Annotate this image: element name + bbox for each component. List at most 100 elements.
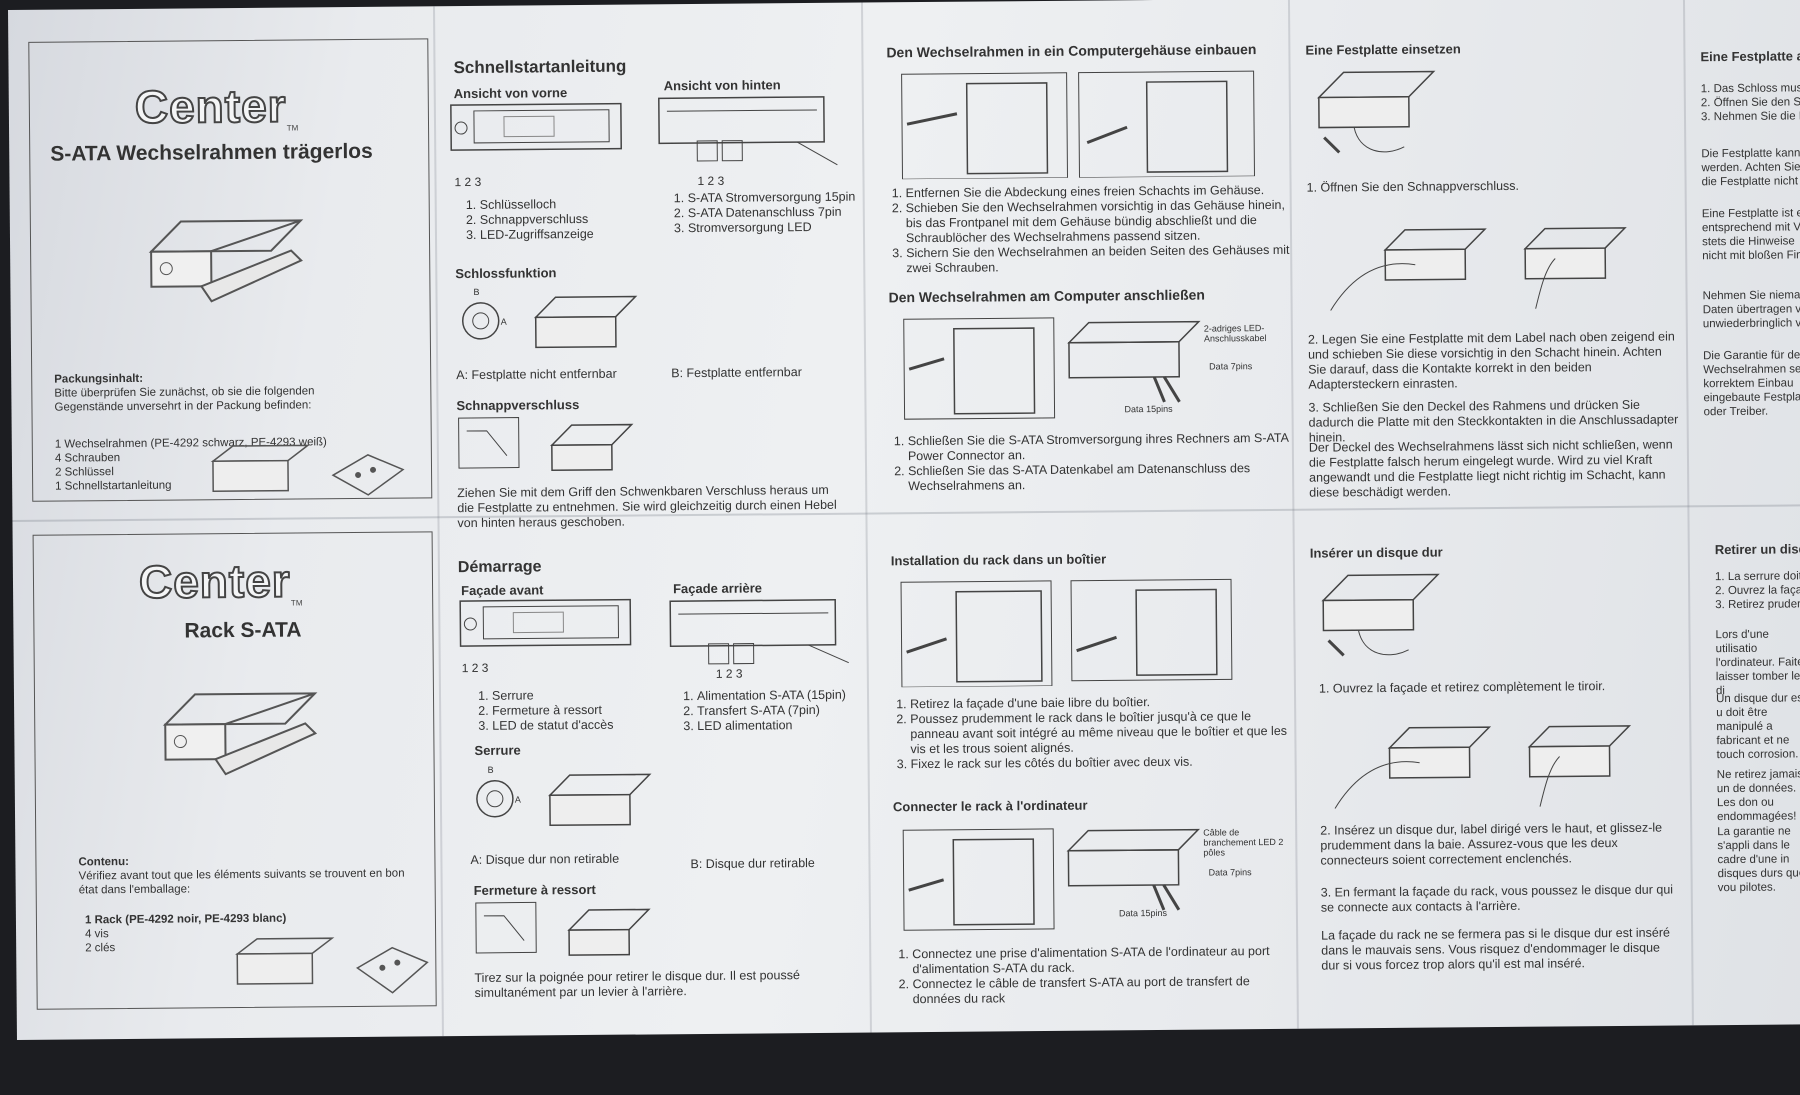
quickstart-panel-de: Schnellstartanleitung Ansicht von vorne …: [438, 35, 862, 530]
lock-title: Schlossfunktion: [455, 265, 557, 282]
list-item: 3. Retirez prudem: [1715, 598, 1800, 612]
svg-text:A: A: [515, 795, 521, 805]
remove-para: Die Festplatte kann werden. Achten Sie d…: [1701, 147, 1800, 189]
list-item: Stromversorgung LED: [688, 220, 856, 236]
list-item: Connectez une prise d'alimentation S-ATA…: [912, 944, 1297, 977]
front-view-illustration: [449, 102, 625, 164]
remove-list: 1. Das Schloss mus 2. Öffnen Sie den S 3…: [1701, 81, 1800, 124]
lock-label-a: A: Festplatte nicht entfernbar: [456, 366, 617, 383]
section-title: Schnellstartanleitung: [453, 56, 627, 78]
package-illustration: [208, 440, 409, 502]
list-item: Poussez prudemment le rack dans le boîti…: [910, 709, 1295, 757]
front-view-title: Façade avant: [461, 582, 544, 599]
case-illustration: [896, 574, 1257, 688]
remove-para: Die Garantie für de Wechselrahmen se kor…: [1703, 349, 1800, 419]
insert-note: La façade du rack ne se fermera pas si l…: [1321, 925, 1670, 973]
spring-title: Fermeture à ressort: [473, 881, 596, 898]
insert-step-1: 1. Öffnen Sie den Schnappverschluss.: [1306, 178, 1520, 195]
rack-illustration: [155, 663, 336, 795]
list-item: 1. La serrure doit: [1714, 570, 1800, 584]
remove-para: Eine Festplatte ist e entsprechend mit V…: [1701, 207, 1800, 263]
insert-title: Eine Festplatte einsetzen: [1305, 41, 1461, 58]
snap-illustration: [457, 414, 658, 476]
product-title: S-ATA Wechselrahmen trägerlos: [50, 139, 373, 166]
remove-list: 1. La serrure doit 2. Ouvrez la façad 3.…: [1715, 569, 1800, 612]
install-list: Retirez la façade d'une baie libre du bo…: [892, 694, 1296, 773]
connector-label-data7: Data 7pins: [1209, 361, 1253, 372]
list-item: 3. Nehmen Sie die F: [1700, 110, 1800, 124]
insert-illustration-2: [1325, 208, 1646, 321]
connect-title: Connecter le rack à l'ordinateur: [892, 797, 1088, 815]
list-item: Schließen Sie die S-ATA Stromversorgung …: [908, 431, 1298, 464]
list-item: S-ATA Stromversorgung 15pin: [688, 190, 856, 206]
connect-list: Schließen Sie die S-ATA Stromversorgung …: [890, 431, 1299, 495]
list-item: Serrure: [492, 688, 613, 704]
remove-para: Un disque dur est u doit être manipulé a…: [1716, 692, 1800, 762]
list-item: 2. Ouvrez la façad: [1715, 584, 1800, 598]
back-callout-numbers: 1 2 3: [697, 173, 725, 188]
install-list: Entfernen Sie die Abdeckung eines freien…: [888, 183, 1297, 277]
install-title: Den Wechselrahmen in ein Computergehäuse…: [886, 41, 1257, 61]
list-item: S-ATA Datenanschluss 7pin: [688, 205, 856, 221]
insert-note: Der Deckel des Wechselrahmens lässt sich…: [1308, 437, 1673, 500]
svg-text:A: A: [501, 317, 507, 327]
case-illustration: [897, 66, 1258, 180]
spring-illustration: [474, 899, 675, 961]
lock-illustration: B A: [470, 759, 671, 836]
list-item: 1. Das Schloss mus: [1700, 82, 1800, 96]
snap-title: Schnappverschluss: [456, 397, 580, 414]
connector-illustration: [1063, 825, 1204, 916]
lock-label-a: A: Disque dur non retirable: [470, 851, 620, 867]
list-item: LED de statut d'accès: [492, 718, 613, 734]
connector-illustration: [1064, 317, 1205, 408]
cover-panel-fr: CenterTM Rack S-ATA Contenu: Vérifiez av…: [32, 531, 437, 1010]
list-item: Connectez le câble de transfert S-ATA au…: [912, 974, 1297, 1007]
lock-label-b: B: Festplatte entfernbar: [671, 365, 802, 381]
svg-text:B: B: [488, 765, 494, 775]
front-callout-numbers: 1 2 3: [461, 660, 489, 676]
install-panel-de: Den Wechselrahmen in ein Computergehäuse…: [866, 31, 1290, 505]
brand-logo: CenterTM: [138, 554, 303, 609]
connect-illustration: [899, 313, 1060, 424]
list-item: Alimentation S-ATA (15pin): [697, 688, 846, 704]
insert-illustration-2: [1329, 706, 1650, 819]
connector-label-data7: Data 7pins: [1208, 867, 1252, 878]
list-item: Schlüsselloch: [480, 197, 594, 213]
insert-panel-de: Eine Festplatte einsetzen 1. Öffnen Sie …: [1293, 27, 1687, 500]
start-panel-fr: Démarrage Façade avant 1 2 3 Serrure Fer…: [443, 528, 867, 1012]
remove-title: Retirer un disqu: [1714, 541, 1800, 558]
back-view-illustration: [657, 95, 843, 177]
connector-label-data15: Data 15pins: [1118, 907, 1168, 919]
connect-list: Connectez une prise d'alimentation S-ATA…: [894, 944, 1298, 1008]
remove-panel-fr: Retirer un disqu 1. La serrure doit 2. O…: [1693, 519, 1800, 1000]
list-item: Schließen Sie das S-ATA Datenkabel am Da…: [908, 461, 1298, 494]
cover-panel-de: CenterTM S-ATA Wechselrahmen trägerlos P…: [28, 38, 433, 502]
connector-label-led: Câble de branchement LED 2 pôles: [1203, 827, 1284, 858]
insert-step-2: 2. Insérez un disque dur, label dirigé v…: [1320, 820, 1663, 868]
front-view-list: Serrure Fermeture à ressort LED de statu…: [474, 688, 614, 734]
brand-logo: CenterTM: [134, 79, 299, 134]
lock-title: Serrure: [474, 742, 521, 758]
back-callout-numbers: 1 2 3: [715, 666, 743, 681]
spring-text: Tirez sur la poignée pour retirer le dis…: [474, 968, 800, 1000]
insert-step-2: 2. Legen Sie eine Festplatte mit dem Lab…: [1307, 329, 1675, 392]
list-item: Fermeture à ressort: [492, 703, 613, 719]
connector-label-data15: Data 15pins: [1124, 403, 1173, 415]
snap-text: Ziehen Sie mit dem Griff den Schwenkbare…: [457, 482, 837, 531]
connector-label-led: 2-adriges LED-Anschlusskabel: [1203, 323, 1267, 344]
remove-para: La garantie ne s'appli dans le cadre d'u…: [1717, 825, 1800, 895]
front-callout-numbers: 1 2 3: [454, 174, 482, 190]
package-section: Packungsinhalt: Bitte überprüfen Sie zun…: [54, 372, 315, 414]
insert-illustration-1: [1318, 564, 1449, 665]
remove-para: Nehmen Sie niema Daten übertragen v unwi…: [1702, 289, 1800, 331]
section-title: Démarrage: [457, 558, 542, 577]
lock-illustration: B A: [455, 281, 656, 358]
insert-step-1: 1. Ouvrez la façade et retirez complètem…: [1318, 679, 1606, 696]
back-view-title: Ansicht von hinten: [663, 77, 781, 94]
remove-title: Eine Festplatte aus: [1700, 48, 1800, 65]
package-illustration: [232, 932, 433, 999]
rack-illustration: [141, 190, 322, 322]
contents-section: Contenu: Vérifiez avant tout que les élé…: [78, 855, 405, 897]
list-item: Sichern Sie den Wechselrahmen an beiden …: [906, 243, 1296, 276]
svg-text:B: B: [473, 287, 479, 297]
